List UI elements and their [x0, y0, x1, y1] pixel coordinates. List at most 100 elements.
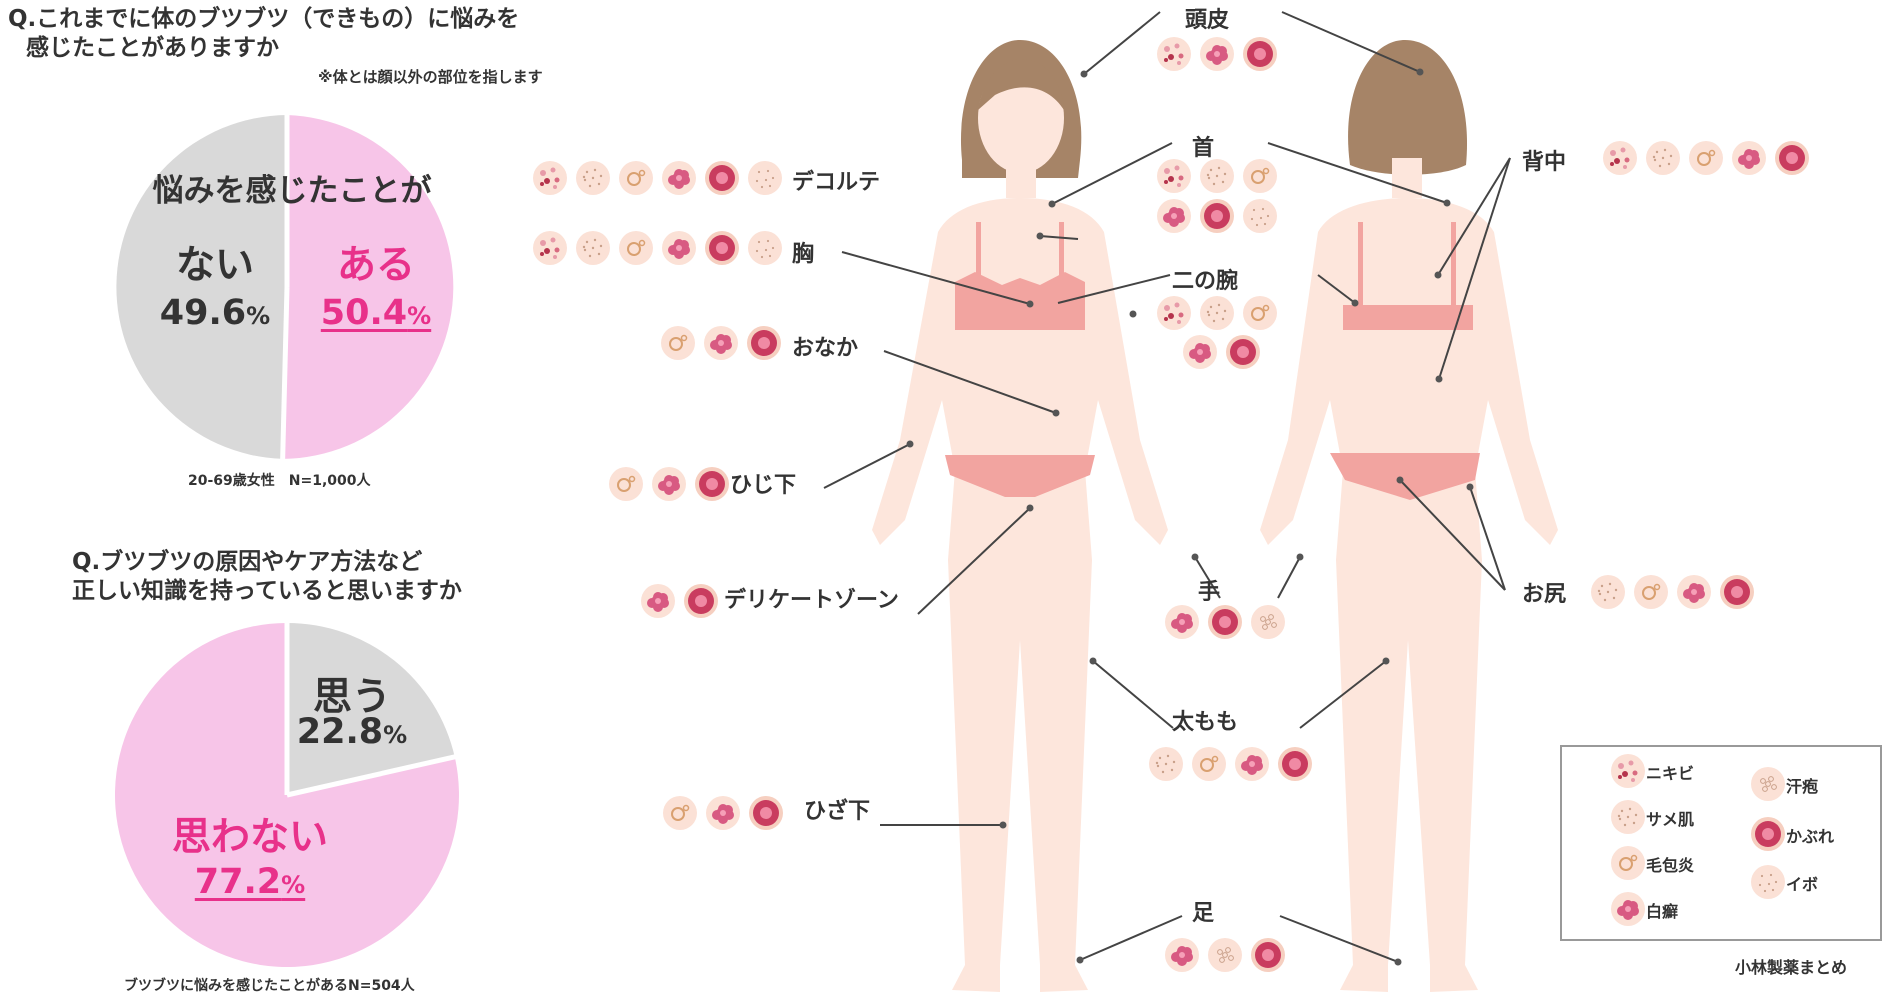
part-3-icon-nikibi — [533, 161, 567, 195]
part-0-icon-hakusen — [1200, 37, 1234, 71]
part-5-icon-moho — [661, 326, 695, 360]
pie1-slice-nai — [116, 115, 287, 459]
part-9-icon-same — [1149, 747, 1183, 781]
part-label-back: 背中 — [1522, 150, 1567, 175]
part-label-foot: 足 — [1192, 901, 1215, 926]
part-5-icon-kabure — [747, 326, 781, 360]
legend-box — [1560, 745, 1882, 941]
part-2-icon-moho — [1243, 296, 1277, 330]
part-2-icon-nikibi — [1157, 296, 1191, 330]
legend-label-moho: 毛包炎 — [1646, 856, 1695, 875]
part-6-icon-hakusen — [652, 467, 686, 501]
part-10-icon-kabure — [749, 796, 783, 830]
part-9-icon-hakusen — [1235, 747, 1269, 781]
part-4-icon-kabure — [705, 231, 739, 265]
part-12-icon-moho — [1689, 141, 1723, 175]
credit: 小林製薬まとめ — [1735, 958, 1848, 977]
part-8-icon-asemo — [1251, 605, 1285, 639]
part-1-icon-same — [1200, 159, 1234, 193]
part-11-icon-hakusen — [1165, 938, 1199, 972]
legend-icon-hakusen — [1611, 892, 1645, 926]
part-10-icon-moho — [663, 796, 697, 830]
part-6-icon-kabure — [695, 467, 729, 501]
legend-label-ibo: イボ — [1786, 875, 1819, 894]
pie2 — [114, 621, 459, 967]
part-label-neck: 首 — [1192, 136, 1215, 161]
part-1-icon-hakusen — [1157, 199, 1191, 233]
pie1-label-aru: ある — [336, 243, 415, 288]
part-4-icon-same — [576, 231, 610, 265]
part-11-icon-kabure — [1251, 938, 1285, 972]
part-12-icon-same — [1646, 141, 1680, 175]
part-1-icon-ibo — [1243, 199, 1277, 233]
legend-label-kabure: かぶれ — [1786, 827, 1835, 846]
part-2-icon-kabure — [1226, 335, 1260, 369]
part-label-upper-arm: 二の腕 — [1172, 269, 1239, 294]
part-0-icon-kabure — [1243, 37, 1277, 71]
pie1-value-aru: 50.4% — [320, 293, 432, 333]
pie2-value-omou: 22.8% — [296, 712, 408, 752]
legend-icon-same — [1611, 800, 1645, 834]
pie2-label-omowanai: 思わない — [171, 815, 328, 860]
pie1-label-nai: ない — [175, 243, 254, 288]
part-label-decollete: デコルテ — [792, 170, 881, 195]
part-label-chest: 胸 — [792, 242, 815, 267]
q1-note: ※体とは顔以外の部位を指します — [318, 68, 543, 86]
part-1-icon-nikibi — [1157, 159, 1191, 193]
pie2-slice-omou — [287, 623, 455, 795]
part-3-icon-kabure — [705, 161, 739, 195]
part-label-thigh: 太もも — [1172, 710, 1239, 735]
part-label-buttocks: お尻 — [1522, 582, 1567, 607]
part-13-icon-kabure — [1720, 575, 1754, 609]
legend-label-hakusen: 白癬 — [1646, 902, 1679, 921]
legend-label-same: サメ肌 — [1646, 810, 1695, 829]
pie2-footer: ブツブツに悩みを感じたことがあるN=504人 — [124, 978, 415, 994]
part-label-delicate-zone: デリケートゾーン — [724, 588, 899, 613]
part-7-icon-hakusen — [641, 584, 675, 618]
pie1-footer: 20-69歳女性 N=1,000人 — [188, 473, 371, 489]
legend-icon-moho — [1611, 846, 1645, 880]
q1-line2: 感じたことがありますか — [26, 35, 279, 61]
q2-line1: Q.ブツブツの原因やケア方法など — [72, 549, 423, 575]
part-13-icon-same — [1591, 575, 1625, 609]
front-figure — [872, 40, 1168, 992]
part-1-icon-kabure — [1200, 199, 1234, 233]
part-5-icon-hakusen — [704, 326, 738, 360]
part-4-icon-nikibi — [533, 231, 567, 265]
legend-label-asemo: 汗疱 — [1786, 777, 1819, 796]
part-2-icon-hakusen — [1183, 335, 1217, 369]
legend-icon-ibo — [1751, 865, 1785, 899]
part-0-icon-nikibi — [1157, 37, 1191, 71]
part-3-icon-same — [576, 161, 610, 195]
part-label-scalp: 頭皮 — [1185, 8, 1230, 33]
part-3-icon-hakusen — [662, 161, 696, 195]
part-12-icon-hakusen — [1732, 141, 1766, 175]
part-13-icon-hakusen — [1677, 575, 1711, 609]
legend-icon-asemo — [1751, 767, 1785, 801]
pie1-value-nai: 49.6% — [159, 293, 271, 333]
part-2-icon-same — [1200, 296, 1234, 330]
part-7-icon-kabure — [684, 584, 718, 618]
pie1 — [116, 113, 454, 462]
part-9-icon-moho — [1192, 747, 1226, 781]
back-figure — [1260, 40, 1558, 992]
part-1-icon-moho — [1243, 159, 1277, 193]
legend-icon-kabure — [1751, 817, 1785, 851]
part-6-icon-moho — [609, 467, 643, 501]
part-label-forearm: ひじ下 — [730, 473, 797, 498]
part-10-icon-hakusen — [706, 796, 740, 830]
pie1-slice-aru — [282, 115, 454, 459]
part-12-icon-kabure — [1775, 141, 1809, 175]
part-9-icon-kabure — [1278, 747, 1312, 781]
part-8-icon-kabure — [1208, 605, 1242, 639]
part-13-icon-moho — [1634, 575, 1668, 609]
part-12-icon-nikibi — [1603, 141, 1637, 175]
part-4-icon-ibo — [748, 231, 782, 265]
part-3-icon-ibo — [748, 161, 782, 195]
q1-line1: Q.これまでに体のブツブツ（できもの）に悩みを — [8, 6, 520, 32]
part-4-icon-hakusen — [662, 231, 696, 265]
part-8-icon-hakusen — [1165, 605, 1199, 639]
part-4-icon-moho — [619, 231, 653, 265]
legend-label-nikibi: ニキビ — [1646, 764, 1695, 783]
